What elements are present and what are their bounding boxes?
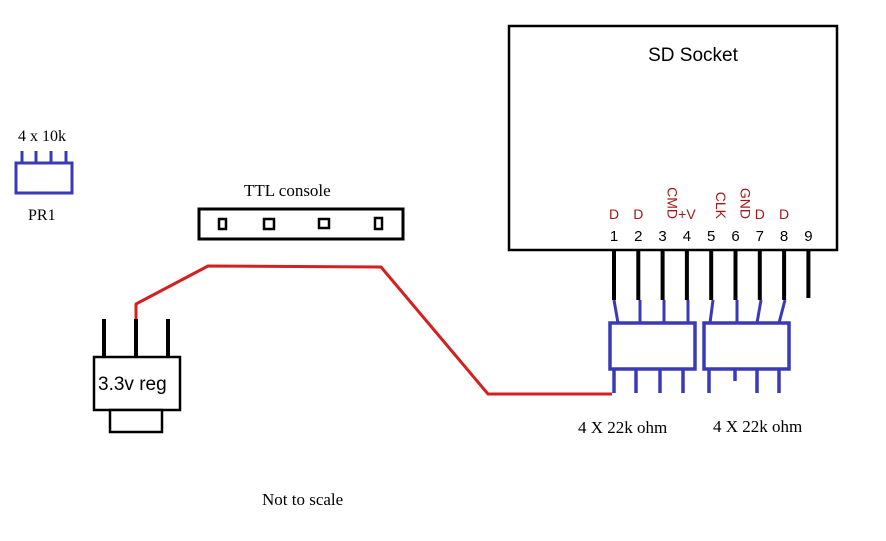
resistor-pack-right-label: 4 X 22k ohm xyxy=(713,417,802,436)
sd-pin-number: 9 xyxy=(804,228,812,245)
sd-pin-signal-label: D xyxy=(609,206,619,222)
ttl-console-pin xyxy=(373,216,384,231)
sd-pin-signal-label: D xyxy=(779,206,789,222)
pr1-name-label: PR1 xyxy=(28,207,56,224)
sd-pin-number: 1 xyxy=(610,228,618,245)
pr1-body xyxy=(14,161,74,195)
sd-pin-number: 8 xyxy=(780,228,788,245)
sd-pin-signal-label: D xyxy=(755,206,765,222)
sd-pin-number: 7 xyxy=(756,228,764,245)
sd-pin-signal-label: D xyxy=(633,206,643,222)
voltage-regulator xyxy=(92,319,182,434)
resistor-pack-right-body xyxy=(702,321,791,371)
regulator-tab xyxy=(108,408,164,434)
sd-socket-pins xyxy=(612,250,811,300)
pack-connection xyxy=(708,299,715,324)
pin-to-pack-connections xyxy=(612,299,787,324)
ttl-console-pin xyxy=(262,217,276,231)
sd-pin-number: 5 xyxy=(707,228,715,245)
pr1-value-label: 4 x 10k xyxy=(18,128,66,145)
resistor-pack-right xyxy=(702,321,791,393)
regulator-body xyxy=(92,355,182,412)
sd-pin-signal-label: GND xyxy=(738,188,754,219)
sd-pin-number: 2 xyxy=(634,228,642,245)
sd-pin-signal-label: +V xyxy=(678,206,696,222)
sd-pin-number: 4 xyxy=(683,228,691,245)
pr1-resistor-network xyxy=(14,151,74,195)
ttl-console-label: TTL console xyxy=(244,181,331,200)
ttl-console-body xyxy=(197,207,405,241)
pack-connection xyxy=(777,299,787,324)
sd-pin-number: 6 xyxy=(731,228,739,245)
ttl-console-pin xyxy=(217,217,228,231)
resistor-pack-left-body xyxy=(608,321,697,371)
resistor-pack-left-label: 4 X 22k ohm xyxy=(578,418,667,437)
sd-socket-title: SD Socket xyxy=(648,45,738,66)
resistor-pack-left xyxy=(608,321,697,393)
red-supply-wire xyxy=(134,264,612,396)
regulator-label: 3.3v reg xyxy=(98,374,167,395)
sd-socket-body xyxy=(507,24,839,252)
pack-connection xyxy=(612,299,620,324)
ttl-console-pin xyxy=(317,217,331,230)
sd-pin-number: 3 xyxy=(658,228,666,245)
footnote-not-to-scale: Not to scale xyxy=(262,490,343,509)
ttl-console-connector xyxy=(197,207,405,241)
sd-pin-signal-label: CLK xyxy=(713,192,729,220)
pack-connection xyxy=(755,299,763,324)
sd-pin-signal-label: CMD xyxy=(665,187,681,219)
